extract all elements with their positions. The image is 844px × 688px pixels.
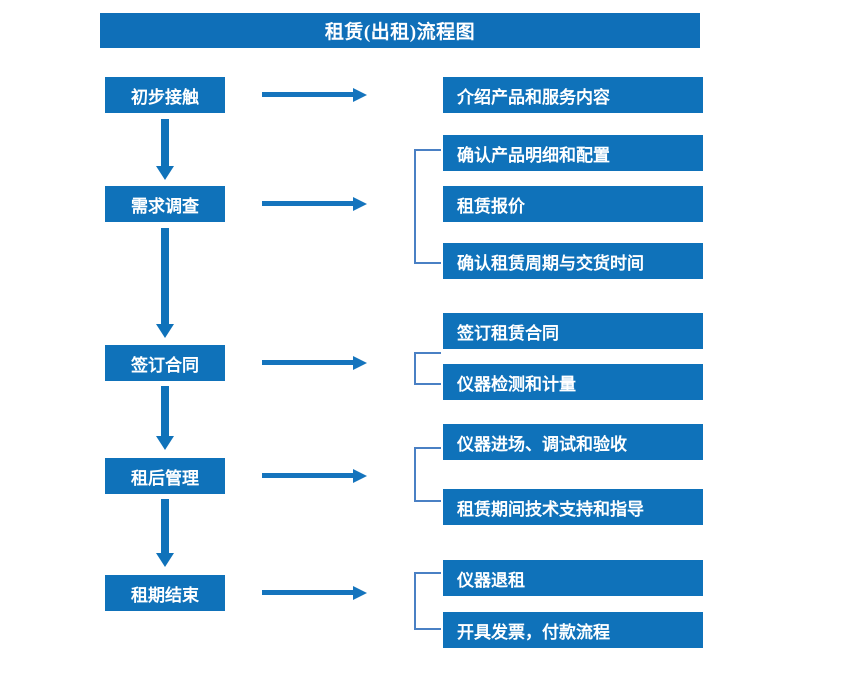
group-bracket-4 bbox=[414, 572, 441, 630]
group-bracket-3 bbox=[414, 447, 441, 502]
vertical-arrow-1 bbox=[161, 119, 169, 167]
horizontal-arrow-3 bbox=[262, 360, 354, 365]
vertical-arrow-3 bbox=[161, 386, 169, 437]
detail-box-7[interactable]: 仪器进场、调试和验收 bbox=[443, 424, 703, 460]
detail-box-4[interactable]: 确认租赁周期与交货时间 bbox=[443, 243, 703, 279]
stage-box-1[interactable]: 初步接触 bbox=[105, 77, 225, 113]
horizontal-arrow-4 bbox=[262, 473, 354, 478]
detail-box-9[interactable]: 仪器退租 bbox=[443, 560, 703, 596]
group-bracket-2 bbox=[414, 352, 441, 385]
stage-box-2[interactable]: 需求调查 bbox=[105, 186, 225, 222]
detail-box-3[interactable]: 租赁报价 bbox=[443, 186, 703, 222]
vertical-arrow-2 bbox=[161, 228, 169, 325]
horizontal-arrow-1 bbox=[262, 92, 354, 97]
horizontal-arrow-5 bbox=[262, 590, 354, 595]
detail-box-1[interactable]: 介绍产品和服务内容 bbox=[443, 77, 703, 113]
stage-box-5[interactable]: 租期结束 bbox=[105, 575, 225, 611]
detail-box-10[interactable]: 开具发票，付款流程 bbox=[443, 612, 703, 648]
stage-box-3[interactable]: 签订合同 bbox=[105, 345, 225, 381]
stage-box-4[interactable]: 租后管理 bbox=[105, 458, 225, 494]
page-title: 租赁(出租)流程图 bbox=[100, 13, 700, 48]
detail-box-2[interactable]: 确认产品明细和配置 bbox=[443, 135, 703, 171]
vertical-arrow-4 bbox=[161, 499, 169, 554]
group-bracket-1 bbox=[414, 149, 441, 264]
detail-box-6[interactable]: 仪器检测和计量 bbox=[443, 364, 703, 400]
detail-box-8[interactable]: 租赁期间技术支持和指导 bbox=[443, 489, 703, 525]
detail-box-5[interactable]: 签订租赁合同 bbox=[443, 313, 703, 349]
horizontal-arrow-2 bbox=[262, 201, 354, 206]
